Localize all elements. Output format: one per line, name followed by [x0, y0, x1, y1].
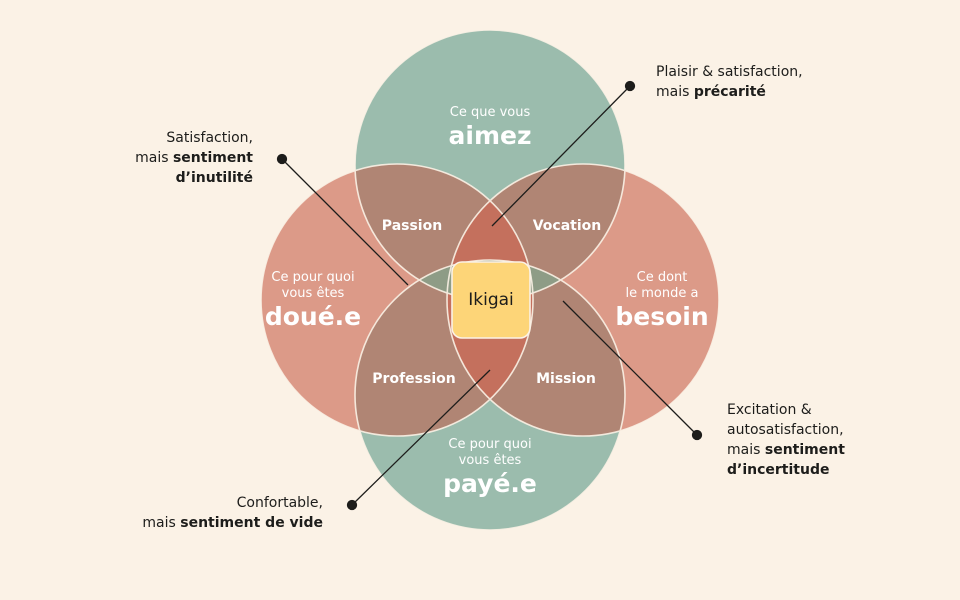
connector-dot-bottom-left	[346, 499, 358, 511]
circle-world-needs-label: Ce dont le monde a besoin	[615, 270, 708, 332]
connector-dot-bottom-right	[691, 429, 703, 441]
circle-love-label: Ce que vous aimez	[449, 105, 532, 151]
annotation-top-left-bold: sentiment	[172, 150, 253, 166]
annotation-bottom-right-line2: autosatisfaction,	[727, 422, 844, 438]
zone-profession: Profession	[372, 371, 456, 387]
circle-good-at-small-2: vous êtes	[281, 286, 345, 301]
zone-mission: Mission	[536, 371, 596, 387]
circle-world-needs-small-1: Ce dont	[636, 270, 688, 285]
annotation-top-left: Satisfaction, mais sentiment d’inutilité	[135, 128, 253, 188]
circle-world-needs-small-2: le monde a	[625, 286, 699, 301]
annotation-bottom-right-line3: mais sentiment	[727, 440, 845, 460]
annotation-bottom-right-bold: sentiment	[764, 442, 845, 458]
annotation-bottom-left: Confortable, mais sentiment de vide	[142, 493, 323, 533]
annotation-bottom-right-bold-2: d’incertitude	[727, 462, 830, 478]
circle-world-needs-big: besoin	[615, 302, 709, 331]
annotation-top-right: Plaisir & satisfaction, mais précarité	[656, 62, 803, 102]
circle-paid-big: payé.e	[443, 469, 537, 498]
zone-vocation: Vocation	[532, 218, 602, 234]
circle-paid-small-1: Ce pour quoi	[448, 437, 532, 452]
connector-top-right	[491, 85, 631, 227]
circle-good-at-small-1: Ce pour quoi	[271, 270, 355, 285]
annotation-top-left-plain: mais	[135, 150, 173, 166]
annotation-top-right-bold: précarité	[693, 84, 766, 100]
circle-paid-small-2: vous êtes	[458, 453, 522, 468]
annotation-bottom-left-plain: mais	[142, 515, 181, 531]
annotation-top-left-bold-2: d’inutilité	[175, 170, 253, 186]
outline-world-needs	[446, 163, 720, 437]
connector-dot-top-left	[276, 153, 288, 165]
annotation-top-right-line2: mais précarité	[656, 82, 803, 102]
annotation-top-left-line2: mais sentiment	[135, 148, 253, 168]
annotation-top-right-plain: mais	[656, 84, 694, 100]
annotation-top-left-line1: Satisfaction,	[166, 130, 253, 146]
circle-love-small: Ce que vous	[449, 105, 531, 120]
annotation-top-left-line3: d’inutilité	[135, 168, 253, 188]
annotation-bottom-right-line4: d’incertitude	[727, 460, 845, 480]
annotation-bottom-right-line1: Excitation &	[727, 402, 812, 418]
connector-bottom-left	[351, 369, 491, 506]
circle-paid-label: Ce pour quoi vous êtes payé.e	[443, 437, 537, 499]
annotation-bottom-left-line2: mais sentiment de vide	[142, 513, 323, 533]
annotation-bottom-left-line1: Confortable,	[236, 495, 323, 511]
annotation-bottom-right-plain: mais	[727, 442, 765, 458]
annotation-bottom-left-bold: sentiment de vide	[180, 515, 323, 531]
ikigai-center	[451, 261, 531, 339]
annotation-bottom-right: Excitation & autosatisfaction, mais sent…	[727, 400, 845, 480]
annotation-top-right-line1: Plaisir & satisfaction,	[656, 64, 803, 80]
connector-bottom-right	[562, 300, 698, 436]
circle-good-at-big: doué.e	[264, 302, 362, 331]
connector-top-left	[281, 158, 409, 286]
zone-ikigai: Ikigai	[468, 290, 514, 310]
connector-dot-top-right	[624, 80, 636, 92]
outline-paid	[354, 259, 626, 531]
zone-passion: Passion	[381, 218, 443, 234]
circle-love-big: aimez	[448, 121, 532, 150]
outline-good-at	[260, 163, 534, 437]
circle-good-at-label: Ce pour quoi vous êtes doué.e	[265, 270, 361, 332]
